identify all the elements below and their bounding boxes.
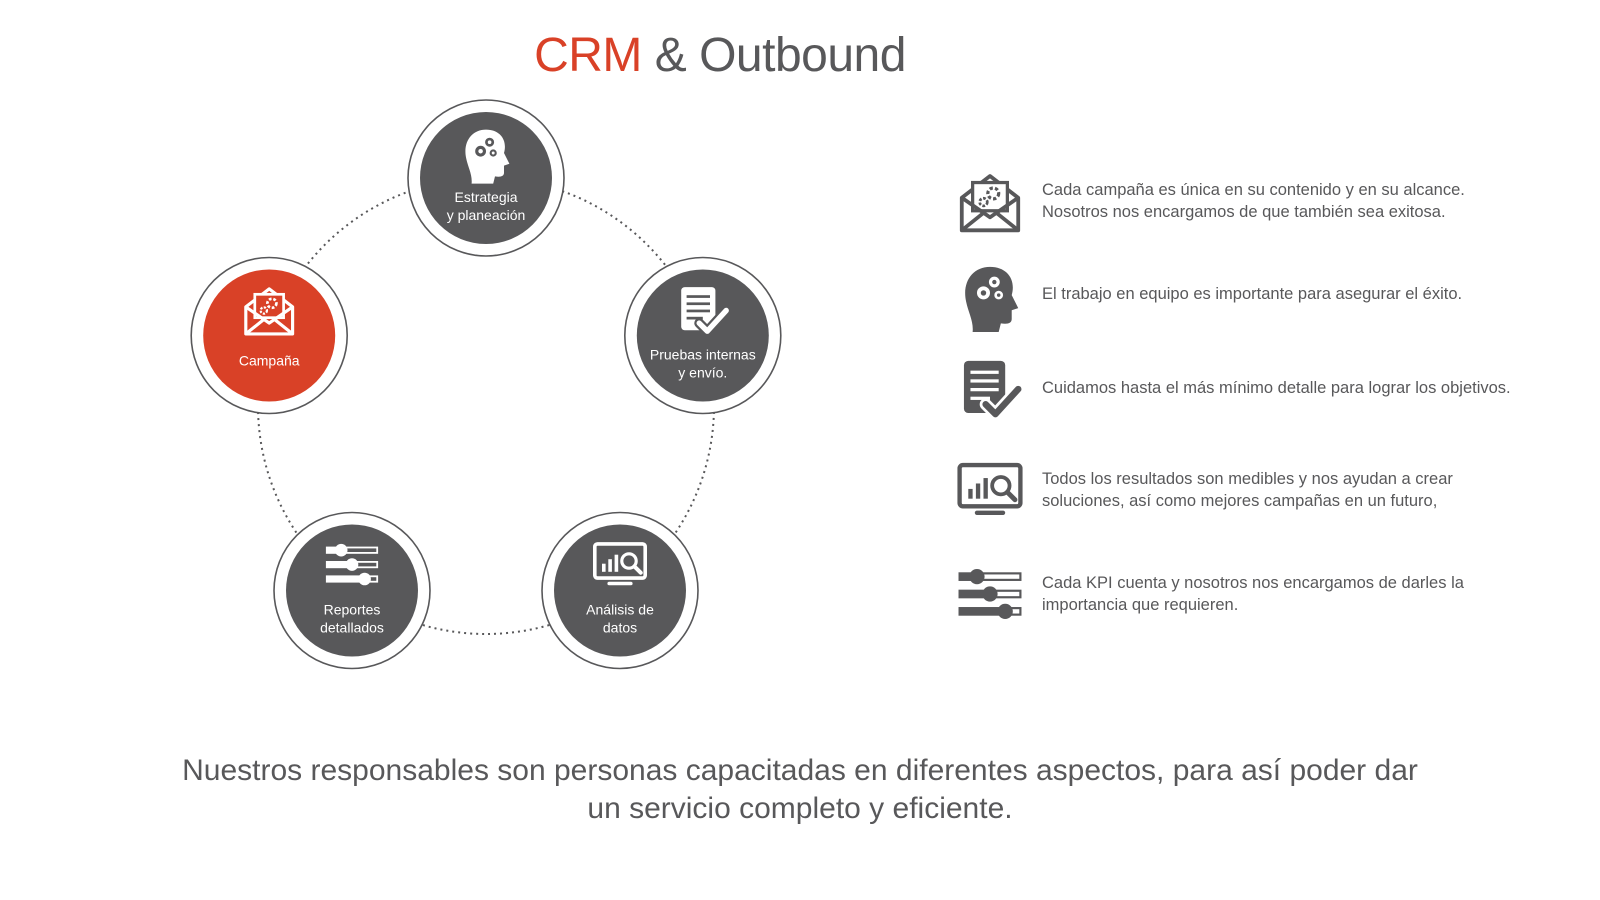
feature-campaign: Cada campaña es única en su contenido y …: [950, 163, 1570, 239]
feature-text-line: Cada KPI cuenta y nosotros nos encargamo…: [1042, 574, 1464, 592]
cycle-node-estrategia: Estrategia y planeación: [407, 99, 565, 257]
sliders-icon: [950, 556, 1030, 632]
title-accent: CRM: [534, 29, 642, 82]
head-gears-icon: [950, 256, 1030, 332]
head-gears-icon: [465, 129, 510, 184]
cycle-node-análisis-de: Análisis de datos: [541, 511, 699, 670]
feature-text-line: Todos los resultados son medibles y nos …: [1042, 470, 1453, 488]
feature-text-line: Cada campaña es única en su contenido y …: [1042, 181, 1465, 199]
footer-line: un servicio completo y eficiente.: [587, 792, 1013, 825]
sliders-icon: [325, 543, 379, 586]
monitor-analytics-icon: [950, 452, 1030, 528]
checklist-icon: [681, 287, 732, 337]
feature-text-line: importancia que requieren.: [1042, 596, 1239, 614]
cycle-node-campaña: Campaña: [190, 256, 349, 415]
feature-kpi: Cada KPI cuenta y nosotros nos encargamo…: [950, 556, 1570, 632]
cycle-node-pruebas-internas: Pruebas internas y envío.: [623, 256, 782, 415]
feature-teamwork: El trabajo en equipo es importante para …: [950, 256, 1570, 332]
cycle-node-label: datos: [603, 620, 637, 636]
feature-text-line: El trabajo en equipo es importante para …: [1042, 285, 1463, 303]
checklist-icon: [950, 350, 1030, 426]
cycle-node-reportes: Reportes detallados: [273, 511, 431, 670]
monitor-analytics-icon: [593, 542, 648, 586]
envelope-gear-icon: [950, 163, 1030, 239]
envelope-gear-icon: [244, 287, 295, 336]
cycle-node-label: y envío.: [678, 365, 727, 381]
feature-detail: Cuidamos hasta el más mínimo detalle par…: [950, 350, 1570, 426]
feature-text-line: Cuidamos hasta el más mínimo detalle par…: [1042, 379, 1511, 397]
cycle-node-label: Estrategia: [454, 189, 517, 205]
footer-line: Nuestros responsables son personas capac…: [182, 754, 1418, 787]
cycle-node-label: Reportes: [324, 602, 381, 618]
cycle-node-label: Campaña: [239, 353, 300, 369]
cycle-node-label: Análisis de: [586, 602, 654, 618]
cycle-node-label: Pruebas internas: [650, 347, 756, 363]
cycle-node-label: detallados: [320, 620, 384, 636]
cycle-node-label: y planeación: [447, 207, 526, 223]
footer-statement: Nuestros responsables son personas capac…: [100, 752, 1500, 828]
page-title: CRM & Outbound: [0, 28, 1440, 83]
feature-results: Todos los resultados son medibles y nos …: [950, 452, 1570, 528]
feature-text-line: soluciones, así como mejores campañas en…: [1042, 492, 1438, 510]
feature-text-line: Nosotros nos encargamos de que también s…: [1042, 203, 1446, 221]
title-rest: & Outbound: [654, 29, 907, 82]
